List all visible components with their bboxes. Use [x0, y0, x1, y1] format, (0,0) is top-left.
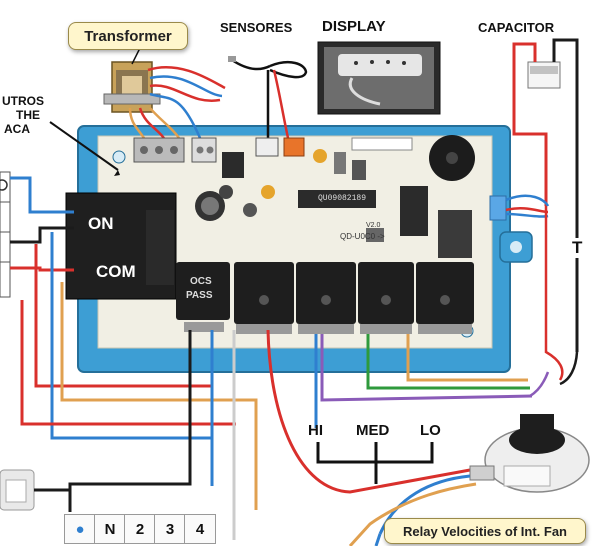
fan-motor [469, 414, 590, 493]
sensores-label: SENSORES [220, 20, 293, 35]
pass-text-2: PASS [186, 290, 213, 301]
t-label: T [570, 238, 585, 258]
capacitor-label: CAPACITOR [478, 20, 555, 35]
outros-label-line2: THE [16, 108, 40, 122]
small-relay [176, 262, 230, 320]
terminal-2: 2 [124, 514, 156, 544]
part-number: QU09082189 [318, 194, 367, 203]
outros-label-line3: ACA [4, 122, 30, 136]
relay-velocities-callout: Relay Velocities of Int. Fan [384, 518, 586, 544]
outros-label-line1: UTROS [2, 94, 44, 108]
relay-4 [416, 262, 474, 324]
wall-terminal-strip [0, 171, 11, 298]
main-power-relay [65, 192, 177, 300]
terminal-ground: ● [64, 514, 96, 544]
display-label: DISPLAY [322, 18, 386, 35]
hi-label: HI [308, 422, 323, 439]
on-label: ON [88, 214, 114, 233]
transformer-label: Transformer [68, 22, 188, 50]
model-code: QD-U0C0 -> [340, 232, 385, 241]
temperature-sensor [228, 56, 308, 139]
relay-2 [296, 262, 356, 324]
med-label: MED [356, 422, 390, 439]
terminal-4: 4 [184, 514, 216, 544]
lo-label: LO [420, 422, 441, 439]
relay-3 [358, 262, 414, 324]
fan-relays [234, 262, 474, 324]
board-version: V2.0 [366, 222, 381, 229]
terminal-n: N [94, 514, 126, 544]
transformer [103, 61, 161, 113]
display-panel [317, 41, 441, 115]
pass-text-1: OCS [190, 276, 212, 287]
capacitor [527, 61, 561, 89]
ground-drop-icon: ● [75, 520, 85, 538]
com-label: COM [96, 262, 136, 281]
relay-1 [234, 262, 294, 324]
terminal-3: 3 [154, 514, 186, 544]
